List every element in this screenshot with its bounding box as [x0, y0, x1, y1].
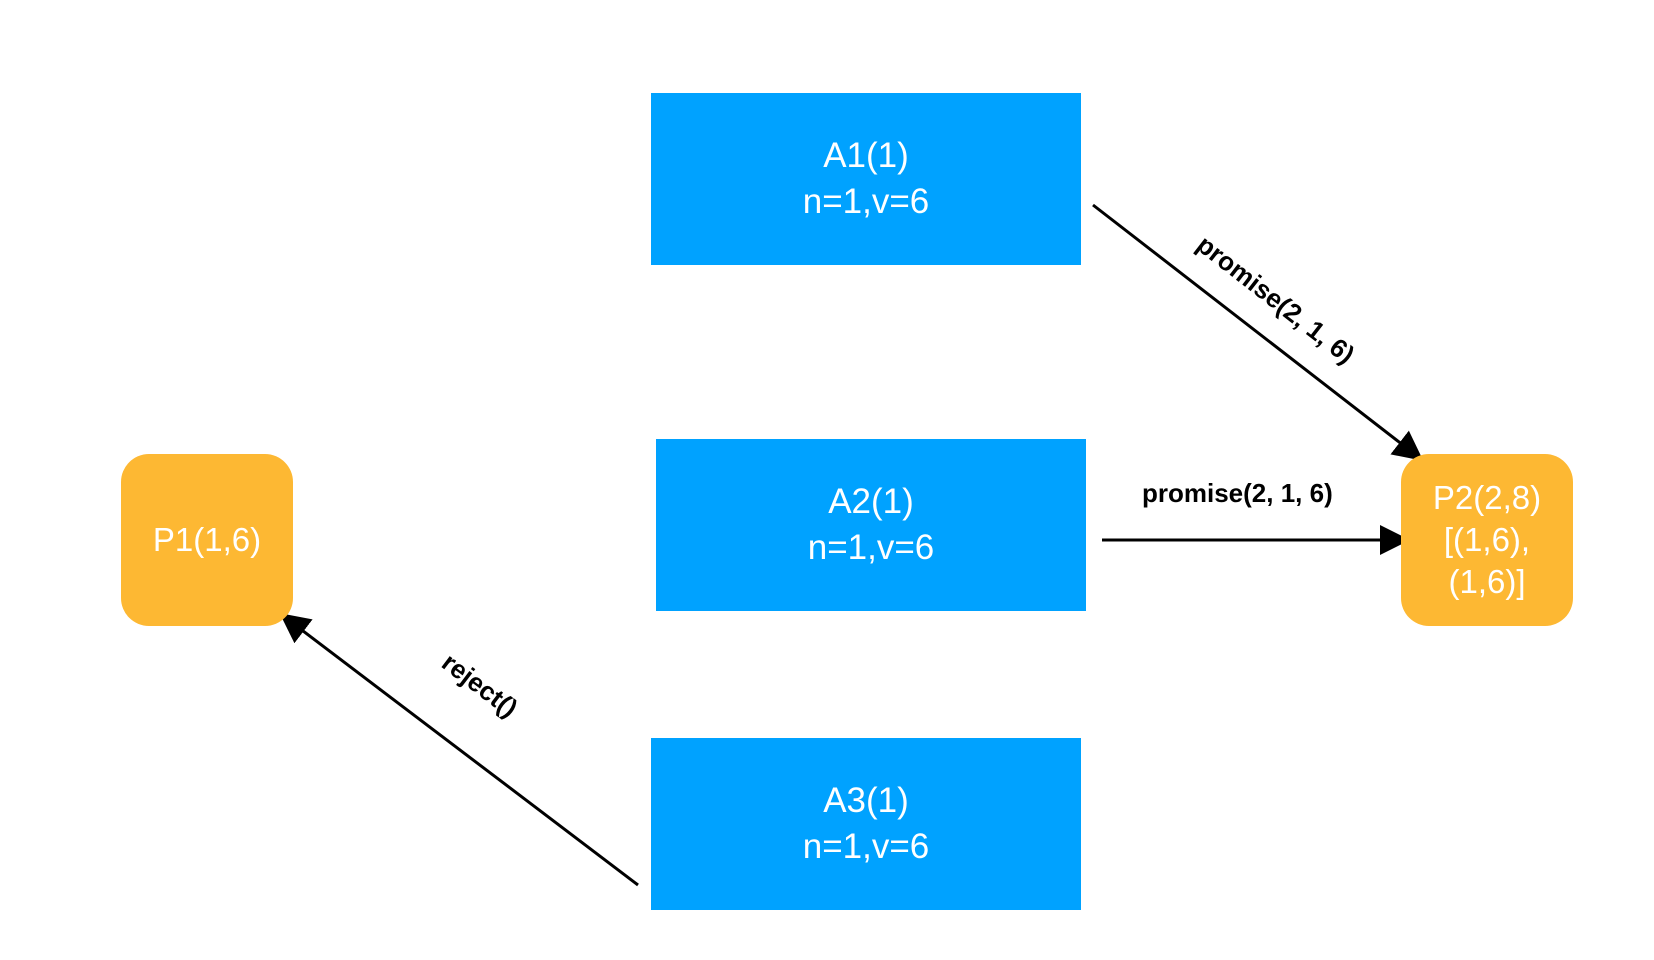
proposer-p2-accepted-2: (1,6)]	[1448, 563, 1526, 600]
acceptor-a1-state: n=1,v=6	[802, 182, 930, 221]
acceptor-a3-state: n=1,v=6	[802, 827, 930, 866]
proposer-p2: P2(2,8) [(1,6), (1,6)]	[1401, 454, 1573, 626]
acceptor-a1-title: A1(1)	[823, 136, 909, 175]
acceptor-a3-title: A3(1)	[823, 781, 909, 820]
acceptor-a3: A3(1) n=1,v=6	[651, 738, 1081, 910]
acceptor-a1: A1(1) n=1,v=6	[651, 93, 1081, 265]
proposer-p1-title: P1(1,6)	[152, 521, 262, 558]
proposer-p1: P1(1,6)	[121, 454, 293, 626]
edge-a3-to-p1	[279, 613, 639, 887]
edge-a1-to-p2	[1092, 203, 1424, 461]
proposer-p2-accepted-1: [(1,6),	[1443, 521, 1531, 558]
acceptor-a2-state: n=1,v=6	[807, 528, 935, 567]
edge-label-a3-to-p1: reject()	[436, 647, 523, 723]
acceptor-a2: A2(1) n=1,v=6	[656, 439, 1086, 611]
acceptor-a2-title: A2(1)	[828, 482, 914, 521]
edge-label-a2-to-p2: promise(2, 1, 6)	[1142, 478, 1333, 508]
proposer-p2-title: P2(2,8)	[1432, 479, 1542, 516]
